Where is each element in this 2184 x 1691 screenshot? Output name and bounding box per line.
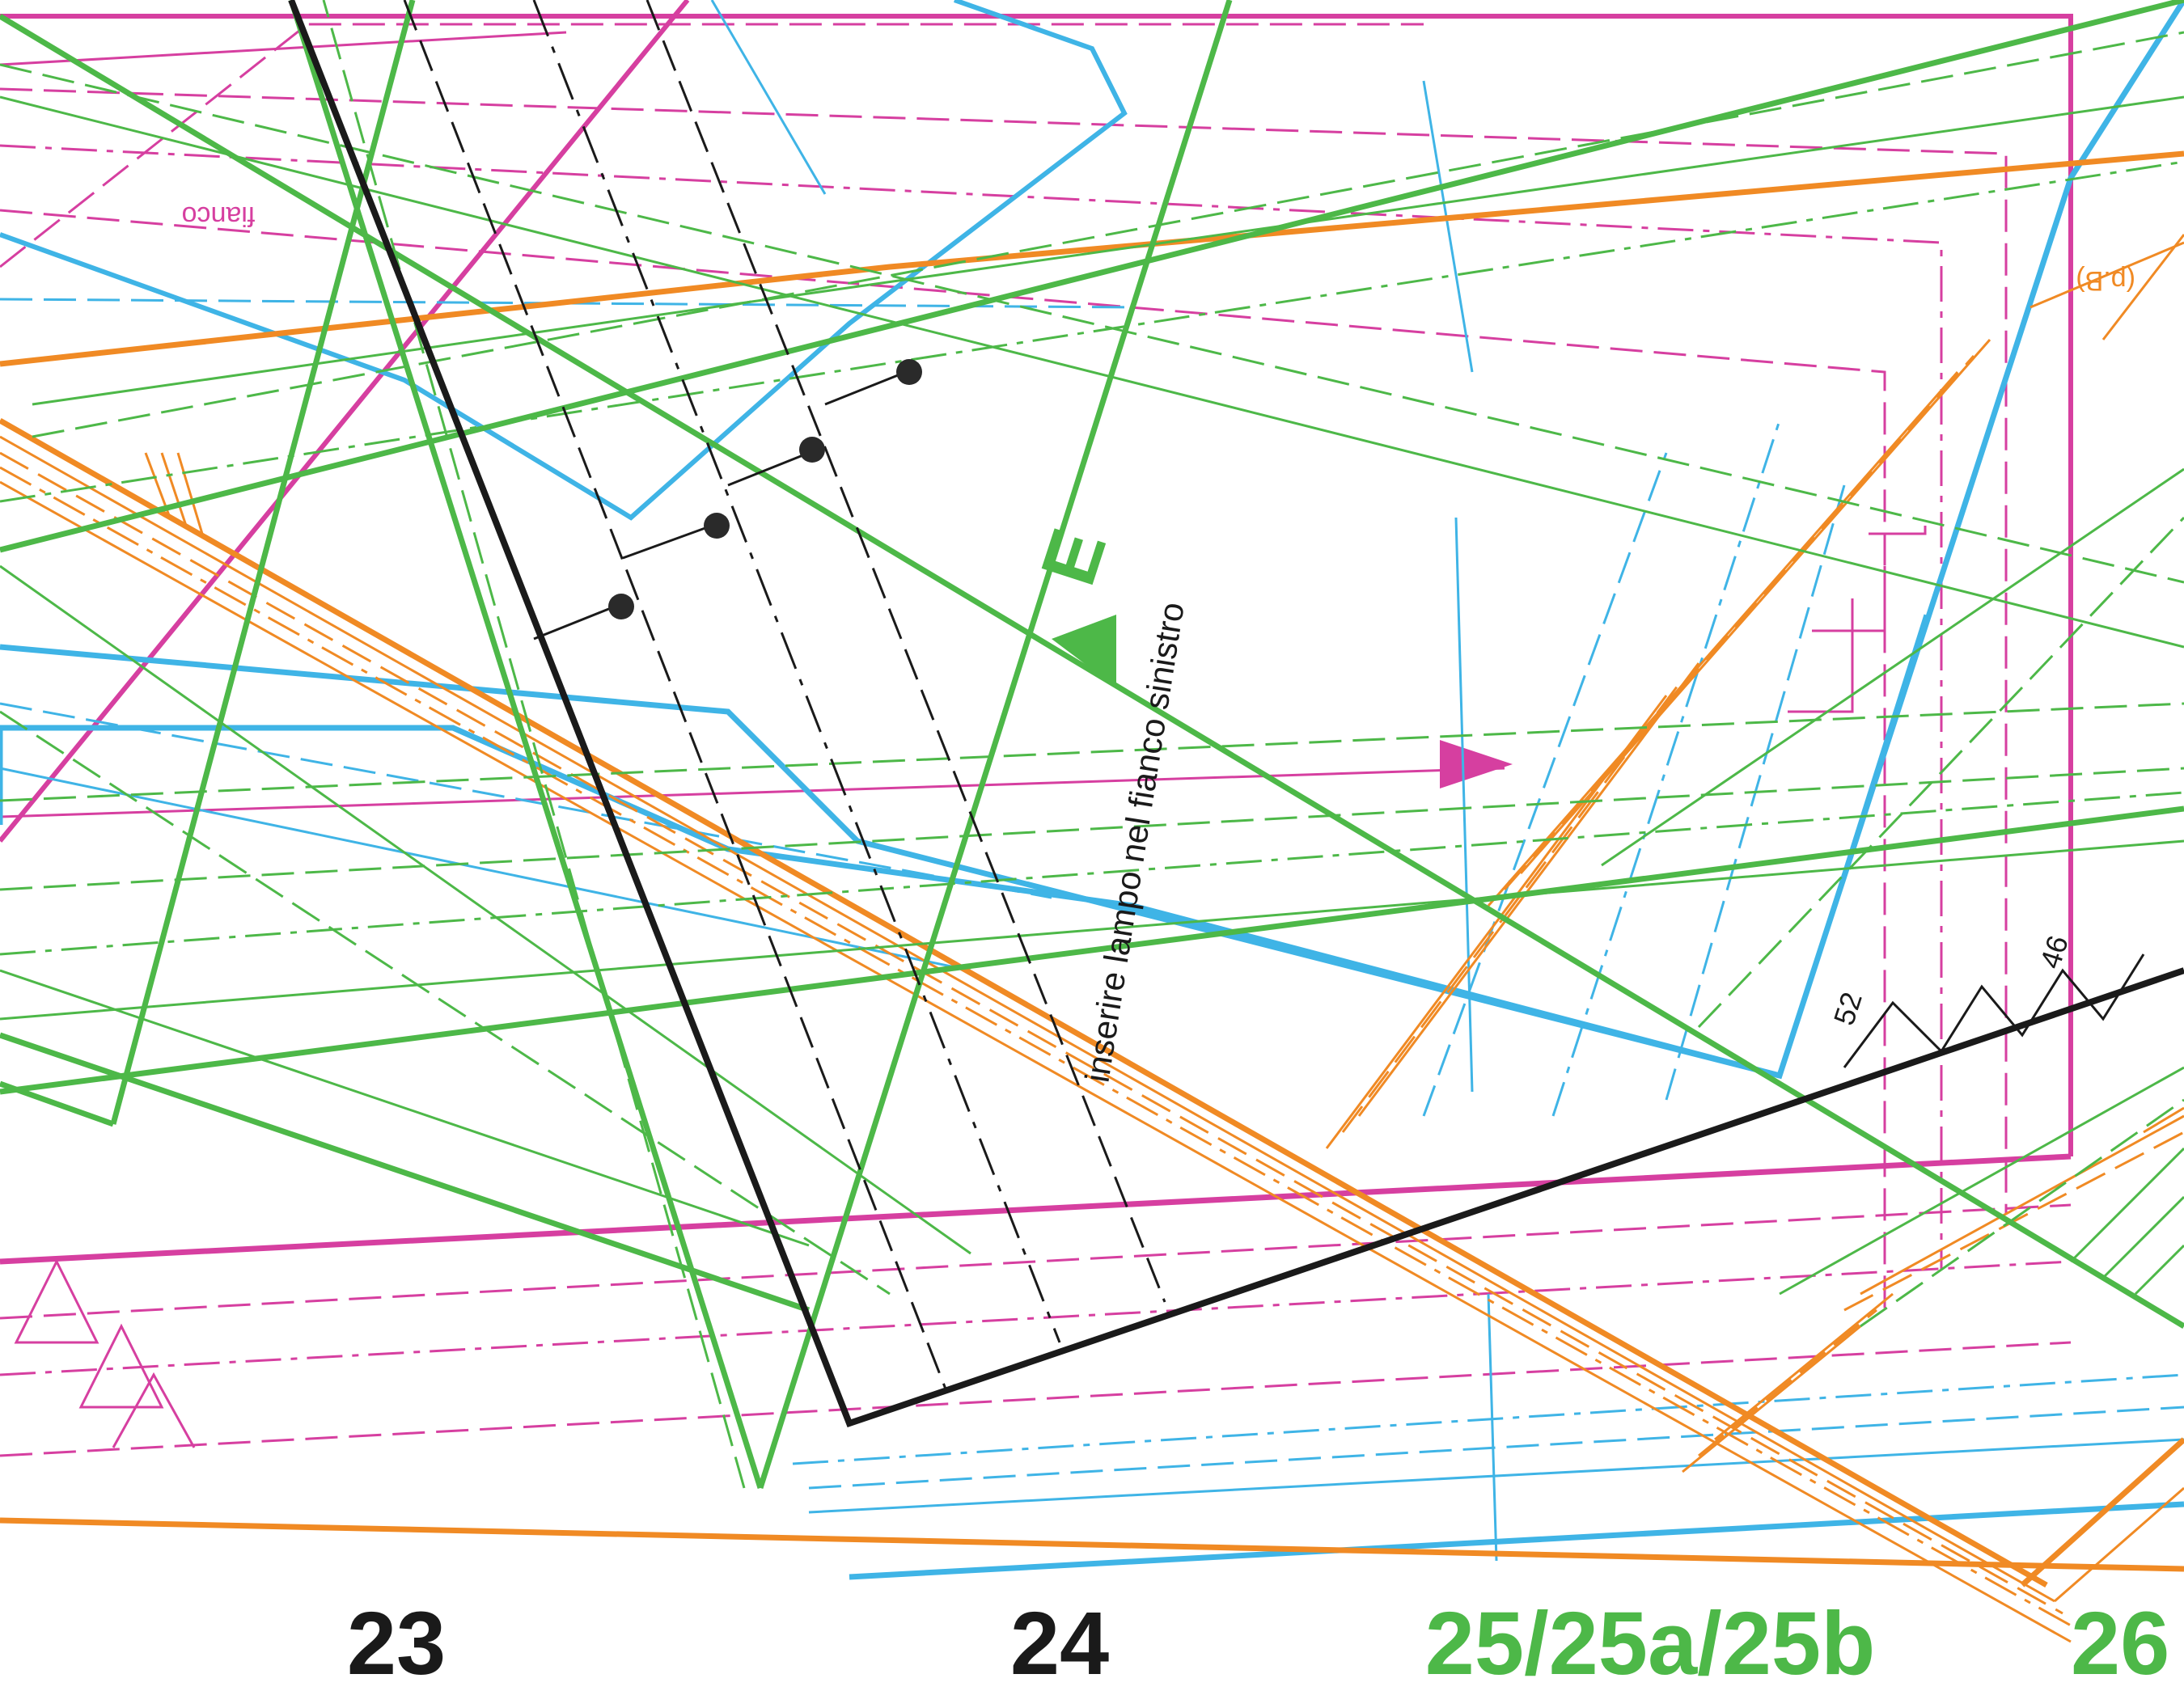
black-pattern-lines <box>288 0 2184 1428</box>
fianco-label: fianco <box>182 201 256 231</box>
pb-label: (p.B) <box>2076 265 2135 296</box>
piece-number-24: 24 <box>1010 1594 1109 1691</box>
black-button-markers <box>608 359 922 619</box>
orange-pattern-lines <box>0 150 2184 1643</box>
button-marker <box>608 594 634 619</box>
button-marker <box>704 513 730 539</box>
button-marker <box>799 437 825 463</box>
green-grainline-arrow <box>1052 615 1116 687</box>
magenta-pattern-lines <box>0 0 2073 1457</box>
green-pattern-lines <box>0 0 2184 1490</box>
piece-number-25: 25/25a/25b <box>1425 1594 1876 1691</box>
blue-pattern-lines <box>0 0 2184 1580</box>
piece-number-23: 23 <box>347 1594 446 1691</box>
magenta-grainline-arrow <box>1440 740 1513 788</box>
button-marker <box>896 359 922 385</box>
piece-number-26: 26 <box>2071 1594 2169 1691</box>
